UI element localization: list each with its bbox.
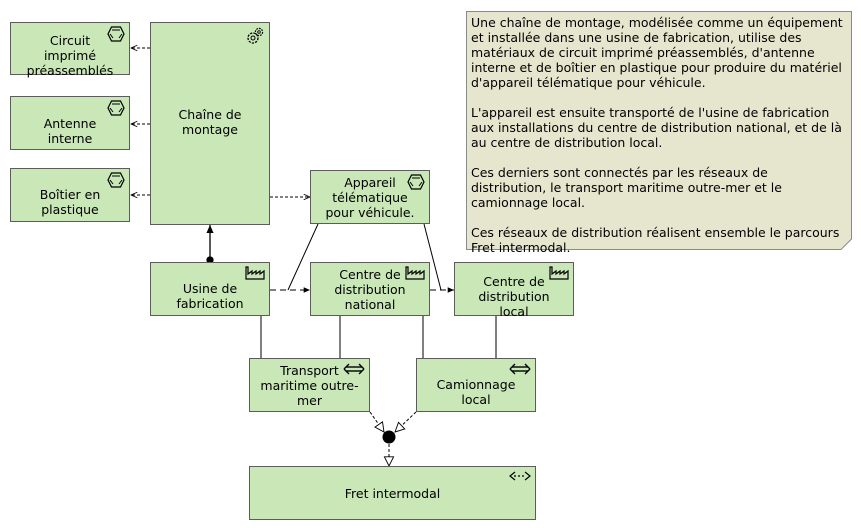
note-shape bbox=[466, 11, 852, 250]
assoc-appareil-flow1 bbox=[287, 223, 319, 291]
material-icon bbox=[407, 174, 425, 190]
usine-fabrication-label: Usine de fabrication bbox=[176, 281, 244, 311]
note-paragraph-3: Ces derniers sont connectés par les rése… bbox=[471, 165, 782, 210]
transport-maritime-node[interactable]: Transport maritime outre-mer bbox=[249, 358, 370, 412]
distribution-network-icon bbox=[509, 363, 531, 375]
chaine-montage-node[interactable]: Chaîne de montage bbox=[150, 22, 270, 225]
facility-icon bbox=[245, 266, 265, 280]
realization-camion-junction bbox=[395, 411, 417, 432]
facility-icon bbox=[549, 266, 569, 280]
centre-national-label: Centre de distribution national bbox=[334, 266, 406, 312]
appareil-telematique-node[interactable]: Appareil télématique pour véhicule. bbox=[310, 170, 430, 224]
material-icon bbox=[107, 100, 125, 116]
appareil-telematique-label: Appareil télématique pour véhicule. bbox=[325, 174, 415, 220]
boitier-plastique-label: Boîtier en plastique bbox=[39, 187, 101, 217]
material-icon bbox=[107, 172, 125, 188]
centre-local-label: Centre de distribution local bbox=[478, 273, 550, 319]
realization-transport-junction bbox=[369, 411, 384, 432]
material-icon bbox=[107, 26, 125, 42]
assoc-appareil-flow2 bbox=[423, 223, 442, 291]
note-paragraph-4: Ces réseaux de distribution réalisent en… bbox=[471, 225, 840, 255]
note-paragraph-1: Une chaîne de montage, modélisée comme u… bbox=[471, 15, 843, 90]
centre-local-node[interactable]: Centre de distribution local bbox=[454, 262, 574, 319]
usine-fabrication-node[interactable]: Usine de fabrication bbox=[150, 262, 270, 316]
circuit-imprime-node[interactable]: Circuit imprimé préassemblés bbox=[10, 22, 130, 78]
equipment-icon bbox=[247, 27, 264, 44]
fret-intermodal-node[interactable]: Fret intermodal bbox=[249, 466, 536, 520]
description-note: Une chaîne de montage, modélisée comme u… bbox=[466, 11, 852, 255]
camionnage-local-label: Camionnage local bbox=[436, 377, 516, 407]
path-icon bbox=[509, 471, 531, 481]
antenne-interne-node[interactable]: Antenne interne bbox=[10, 96, 130, 150]
facility-icon bbox=[405, 266, 425, 280]
fret-intermodal-label: Fret intermodal bbox=[344, 485, 441, 501]
and-junction bbox=[382, 430, 396, 444]
circuit-imprime-label: Circuit imprimé préassemblés bbox=[26, 33, 114, 78]
note-paragraph-2: L'appareil est ensuite transporté de l'u… bbox=[471, 105, 842, 150]
centre-national-node[interactable]: Centre de distribution national bbox=[310, 262, 430, 316]
chaine-montage-label: Chaîne de montage bbox=[178, 107, 242, 137]
distribution-network-icon bbox=[343, 363, 365, 375]
boitier-plastique-node[interactable]: Boîtier en plastique bbox=[10, 168, 130, 222]
camionnage-local-node[interactable]: Camionnage local bbox=[416, 358, 536, 412]
transport-maritime-label: Transport maritime outre-mer bbox=[260, 362, 359, 408]
antenne-interne-label: Antenne interne bbox=[43, 116, 97, 146]
